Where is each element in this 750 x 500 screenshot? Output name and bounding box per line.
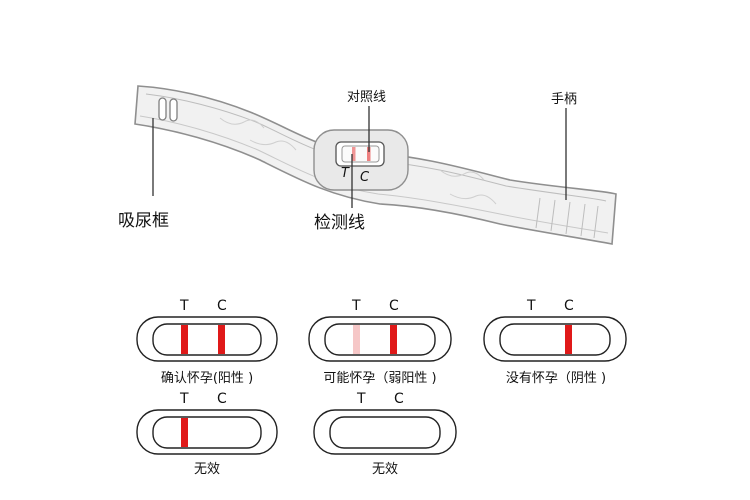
stick-bottom-edge	[139, 115, 609, 234]
result-1-c-line	[218, 325, 225, 354]
result-4-c-label: C	[217, 391, 227, 407]
result-3-t-label: T	[527, 298, 536, 314]
result-2-t-line	[353, 325, 360, 354]
result-strip-1	[136, 316, 278, 362]
result-5-caption: 无效	[371, 462, 398, 477]
absorbent-slots	[158, 97, 178, 122]
result-window	[313, 129, 409, 191]
result-1-c-label: C	[217, 298, 227, 314]
result-4-t-label: T	[180, 391, 189, 407]
result-4-caption: 无效	[193, 462, 220, 477]
absorbent-label: 吸尿框	[118, 211, 169, 231]
stick-ornament	[219, 117, 497, 205]
handle-grip	[535, 197, 599, 239]
window-c-line	[367, 147, 371, 161]
result-5-t-label: T	[357, 391, 366, 407]
window-c-letter: C	[360, 170, 370, 185]
result-strips	[136, 316, 627, 455]
result-2-t-label: T	[352, 298, 361, 314]
result-2-c-line	[390, 325, 397, 354]
result-3-c-line	[565, 325, 572, 354]
result-strip-4	[136, 409, 278, 455]
result-strip-2	[308, 316, 452, 362]
result-2-c-label: C	[389, 298, 399, 314]
handle-label: 手柄	[551, 92, 578, 107]
test-stick	[134, 85, 617, 245]
result-1-t-line	[181, 325, 188, 354]
result-strip-5	[313, 409, 457, 455]
result-strip-3	[483, 316, 627, 362]
pointer-lines	[152, 106, 567, 208]
result-5-c-label: C	[394, 391, 404, 407]
result-1-t-label: T	[180, 298, 189, 314]
window-t-letter: T	[341, 166, 349, 181]
result-1-caption: 确认怀孕(阳性 )	[160, 371, 254, 386]
test-line-label: 检测线	[314, 213, 365, 233]
result-2-caption: 可能怀孕（弱阳性 )	[323, 371, 437, 386]
window-t-line	[352, 147, 356, 161]
control-line-label: 对照线	[347, 90, 387, 105]
result-3-c-label: C	[564, 298, 574, 314]
result-4-t-line	[181, 418, 188, 447]
result-3-caption: 没有怀孕（阴性 )	[505, 371, 607, 386]
